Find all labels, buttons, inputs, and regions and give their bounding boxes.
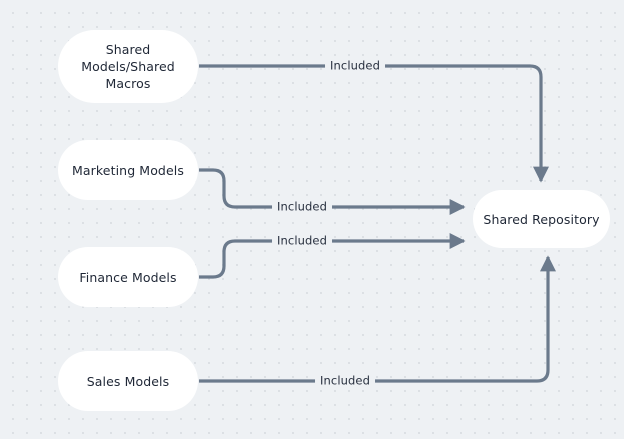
edge-label-sales-models: Included (315, 373, 375, 389)
edge-path-sales-models (199, 255, 556, 383)
edge-label-marketing-models: Included (272, 199, 332, 215)
node-shared-models[interactable]: Shared Models/Shared Macros (58, 30, 198, 103)
edge-label-shared-models: Included (325, 58, 385, 74)
node-shared-repository[interactable]: Shared Repository (473, 190, 610, 248)
node-marketing-models[interactable]: Marketing Models (58, 140, 198, 200)
edge-path-marketing-models (199, 168, 466, 215)
node-sales-models-label: Sales Models (86, 373, 170, 389)
edge-path-shared-models (199, 64, 549, 183)
node-shared-repository-label: Shared Repository (483, 211, 600, 227)
edge-path-finance-models (199, 233, 466, 279)
node-shared-models-label: Shared Models/Shared Macros (81, 42, 175, 91)
node-finance-models[interactable]: Finance Models (58, 247, 198, 307)
edge-label-finance-models: Included (272, 233, 332, 249)
node-marketing-models-label: Marketing Models (72, 162, 184, 178)
node-sales-models[interactable]: Sales Models (58, 351, 198, 411)
node-finance-models-label: Finance Models (79, 269, 177, 285)
